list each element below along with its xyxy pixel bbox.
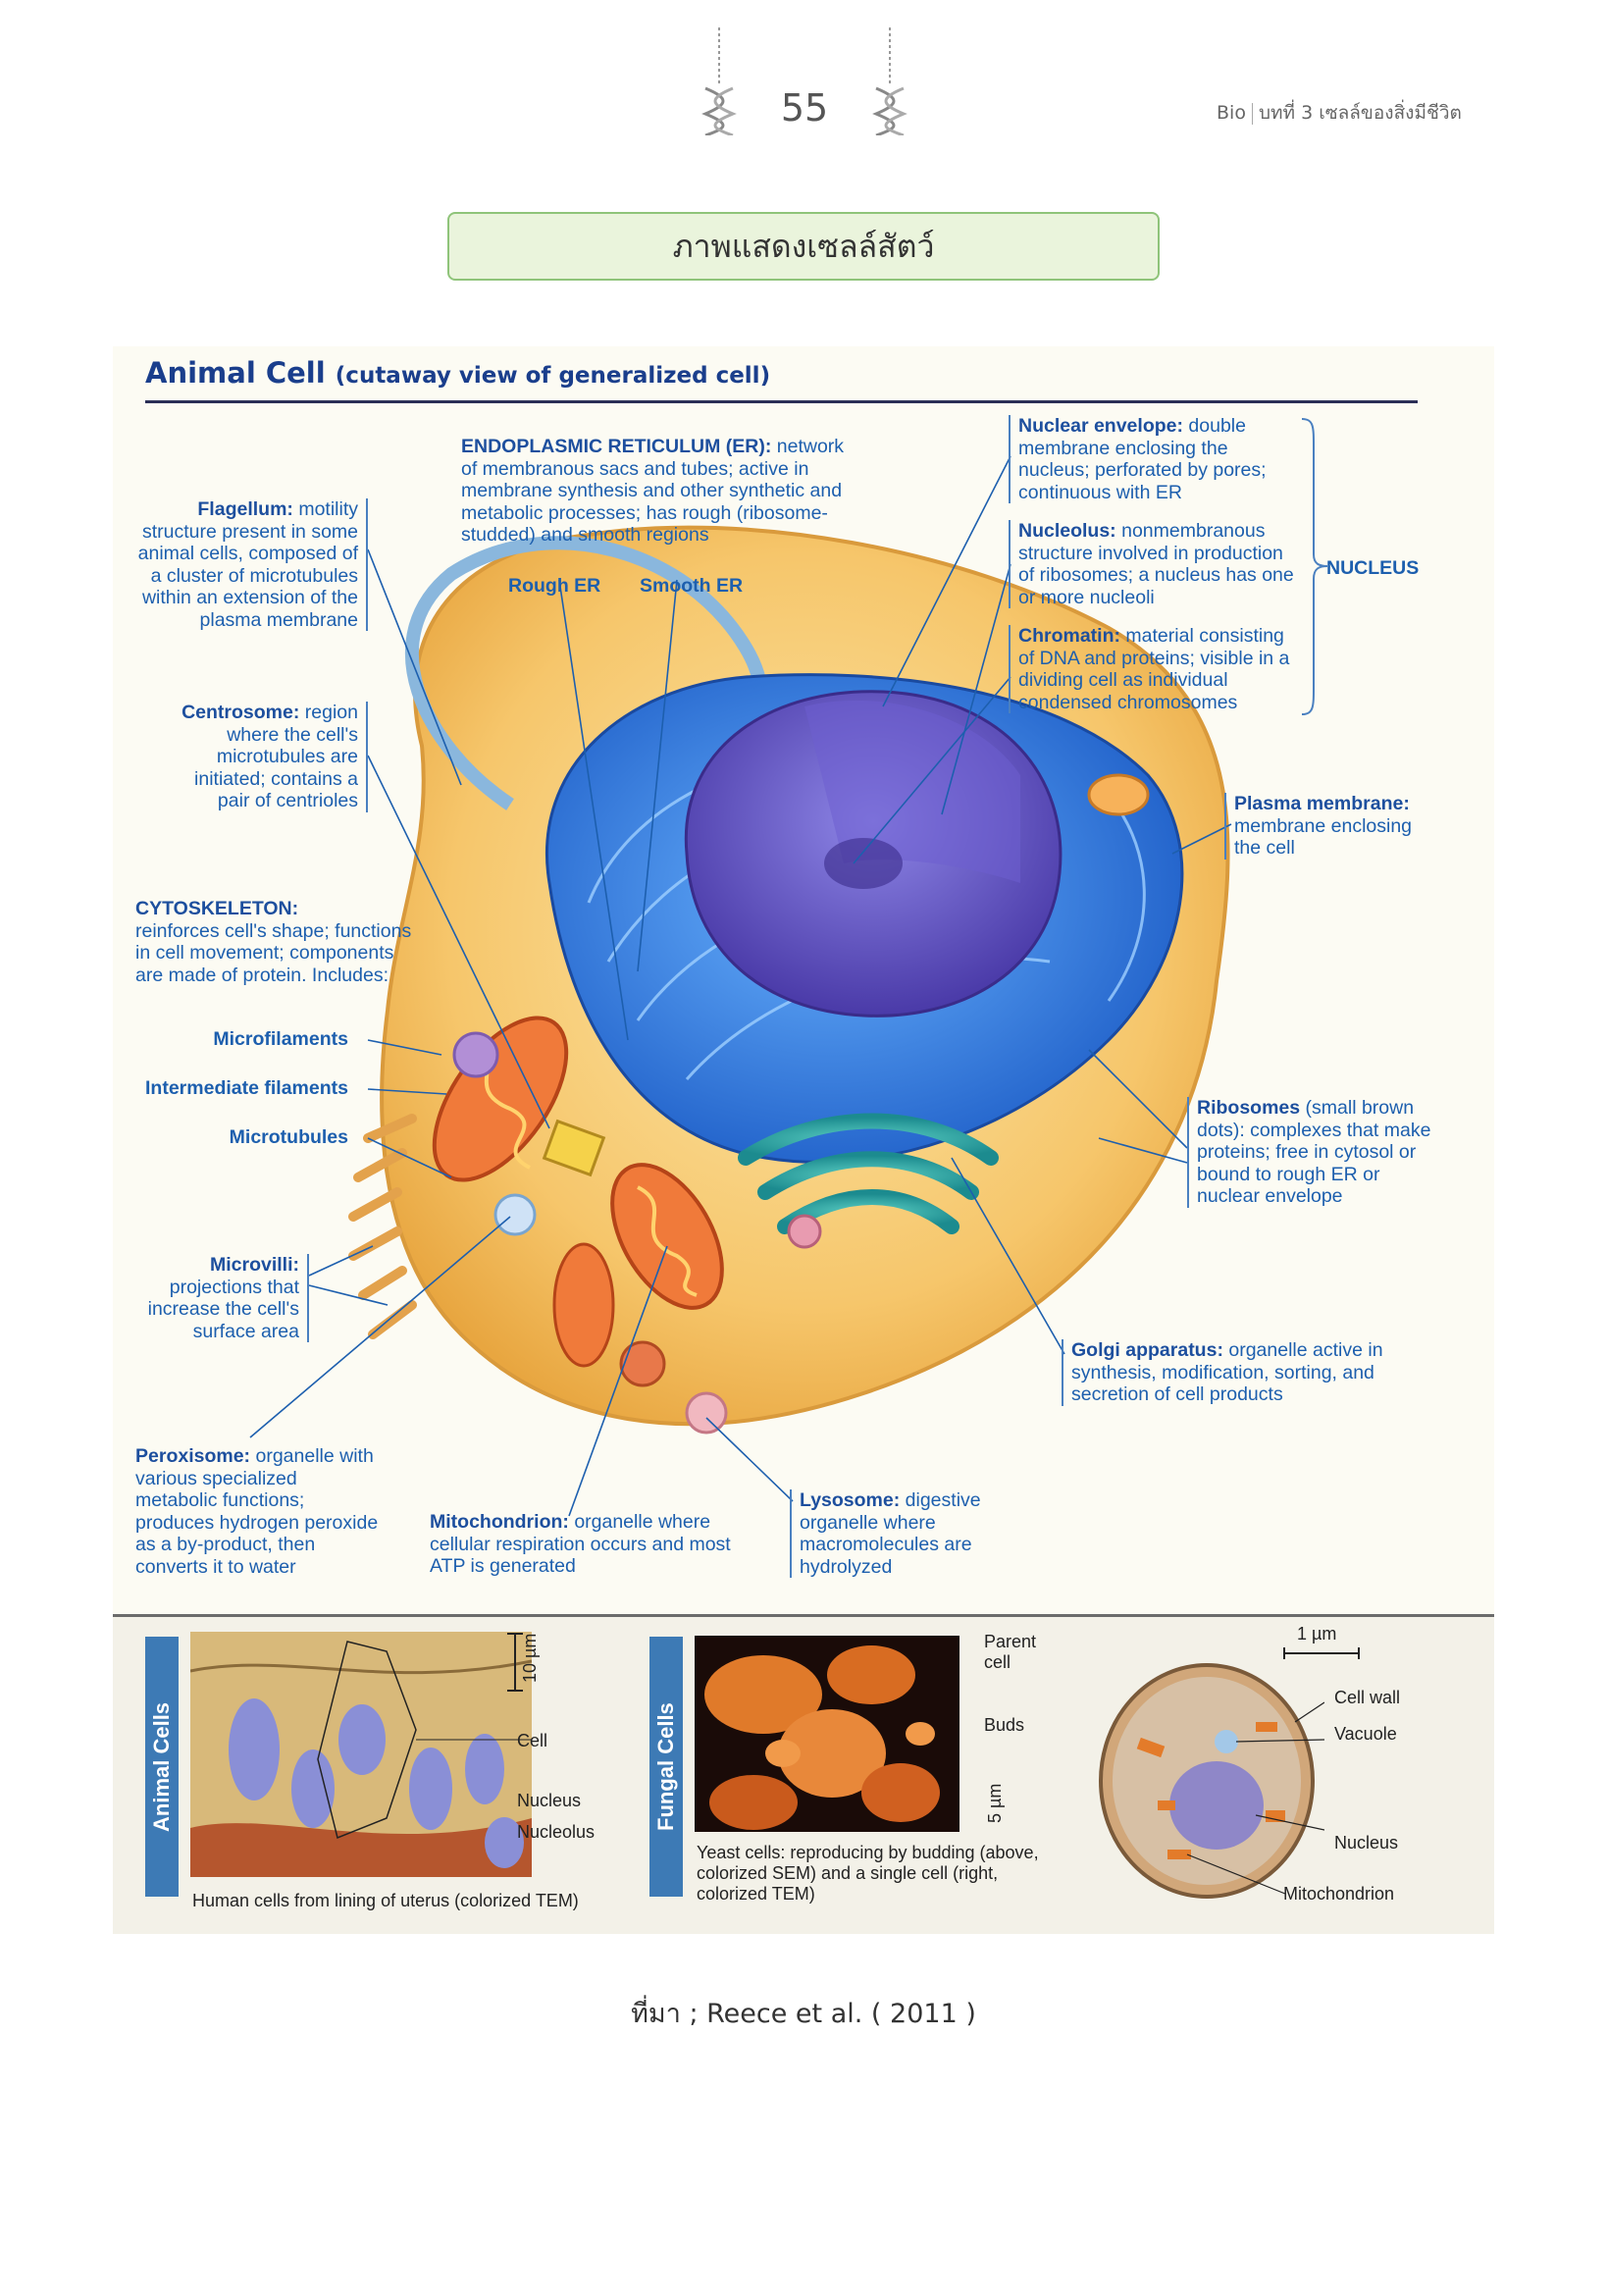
yeast-caption: Yeast cells: reproducing by budding (abo…: [697, 1843, 1039, 1904]
nucleolus-label: Nucleolus: nonmembranous structure invol…: [1009, 520, 1303, 608]
centrosome-label: Centrosome: region where the cell's micr…: [165, 702, 368, 812]
uterus-micrograph: [190, 1632, 532, 1877]
microvilli-label: Microvilli:projections that increase the…: [126, 1254, 309, 1342]
figure-title: Animal Cell (cutaway view of generalized…: [145, 356, 770, 390]
divider: [1251, 102, 1253, 125]
single-scale-label: 1 µm: [1297, 1624, 1337, 1644]
scale-bar: [507, 1633, 523, 1692]
golgi-label: Golgi apparatus: organelle active in syn…: [1062, 1339, 1405, 1406]
page-title: ภาพแสดงเซลล์สัตว์: [447, 212, 1160, 281]
vacuole-label: Vacuole: [1334, 1724, 1397, 1744]
figure-subtitle: (cutaway view of generalized cell): [335, 363, 771, 389]
animal-cell-illustration: [249, 455, 1232, 1517]
nucleus-label: Nucleus: [517, 1791, 582, 1810]
mitochondrion-label: Mitochondrion: [1283, 1884, 1395, 1904]
chapter-label: บทที่ 3 เซลล์ของสิ่งมีชีวิต: [1258, 102, 1462, 124]
cell-wall-label: Cell wall: [1334, 1688, 1401, 1707]
cell-label: Cell: [517, 1731, 548, 1750]
single-nucleus-label: Nucleus: [1334, 1833, 1399, 1852]
subject-label: Bio: [1217, 102, 1246, 124]
chromatin-label: Chromatin: material consisting of DNA an…: [1009, 625, 1303, 713]
dna-icon: [872, 27, 907, 135]
source-citation: ที่มา ; Reece et al. ( 2011 ): [631, 1999, 976, 2029]
ribosomes-label: Ribosomes (small brown dots): complexes …: [1187, 1097, 1432, 1208]
plasma-membrane-label: Plasma membrane:membrane enclosing the c…: [1224, 793, 1430, 860]
nucleus-brace: [1301, 418, 1328, 715]
nucleus-group-label: NUCLEUS: [1326, 557, 1420, 579]
yeast-sem-micrograph: [695, 1636, 959, 1832]
fungal-cells-tab: Fungal Cells: [649, 1637, 683, 1897]
dna-icon: [701, 27, 737, 135]
cytoskeleton-label: CYTOSKELETON:reinforces cell's shape; fu…: [135, 898, 412, 986]
animal-scale-label: 10 µm: [520, 1633, 540, 1683]
smooth-er-label: Smooth ER: [640, 575, 744, 597]
page-number: 55: [780, 86, 829, 130]
microfilaments-label: Microfilaments: [213, 1028, 348, 1050]
animal-caption: Human cells from lining of uterus (color…: [192, 1891, 579, 1910]
animal-cells-tab: Animal Cells: [145, 1637, 179, 1897]
mitochondrion-label: Mitochondrion: organelle where cellular …: [430, 1511, 731, 1577]
nucleolus-label: Nucleolus: [517, 1822, 596, 1842]
figure-title-main: Animal Cell: [145, 356, 326, 390]
parent-cell-label: Parent cell: [984, 1632, 1037, 1672]
running-header: Bio บทที่ 3 เซลล์ของสิ่งมีชีวิต: [1217, 98, 1462, 128]
scale-bar: [1283, 1647, 1360, 1659]
flagellum-label: Flagellum: motility structure present in…: [135, 498, 368, 631]
peroxisome-label: Peroxisome: organelle with various speci…: [135, 1445, 379, 1578]
microtubules-label: Microtubules: [229, 1126, 348, 1148]
intermediate-filaments-label: Intermediate filaments: [145, 1077, 348, 1099]
nuclear-envelope-label: Nuclear envelope: double membrane enclos…: [1009, 415, 1283, 503]
yeast-scale-label: 5 µm: [985, 1783, 1005, 1823]
er-label: ENDOPLASMIC RETICULUM (ER): network of m…: [461, 436, 845, 546]
single-yeast-micrograph: [1099, 1663, 1324, 1899]
buds-label: Buds: [984, 1715, 1025, 1735]
rough-er-label: Rough ER: [508, 575, 601, 597]
title-rule: [145, 400, 1418, 403]
lysosome-label: Lysosome: digestive organelle where macr…: [790, 1489, 1006, 1578]
